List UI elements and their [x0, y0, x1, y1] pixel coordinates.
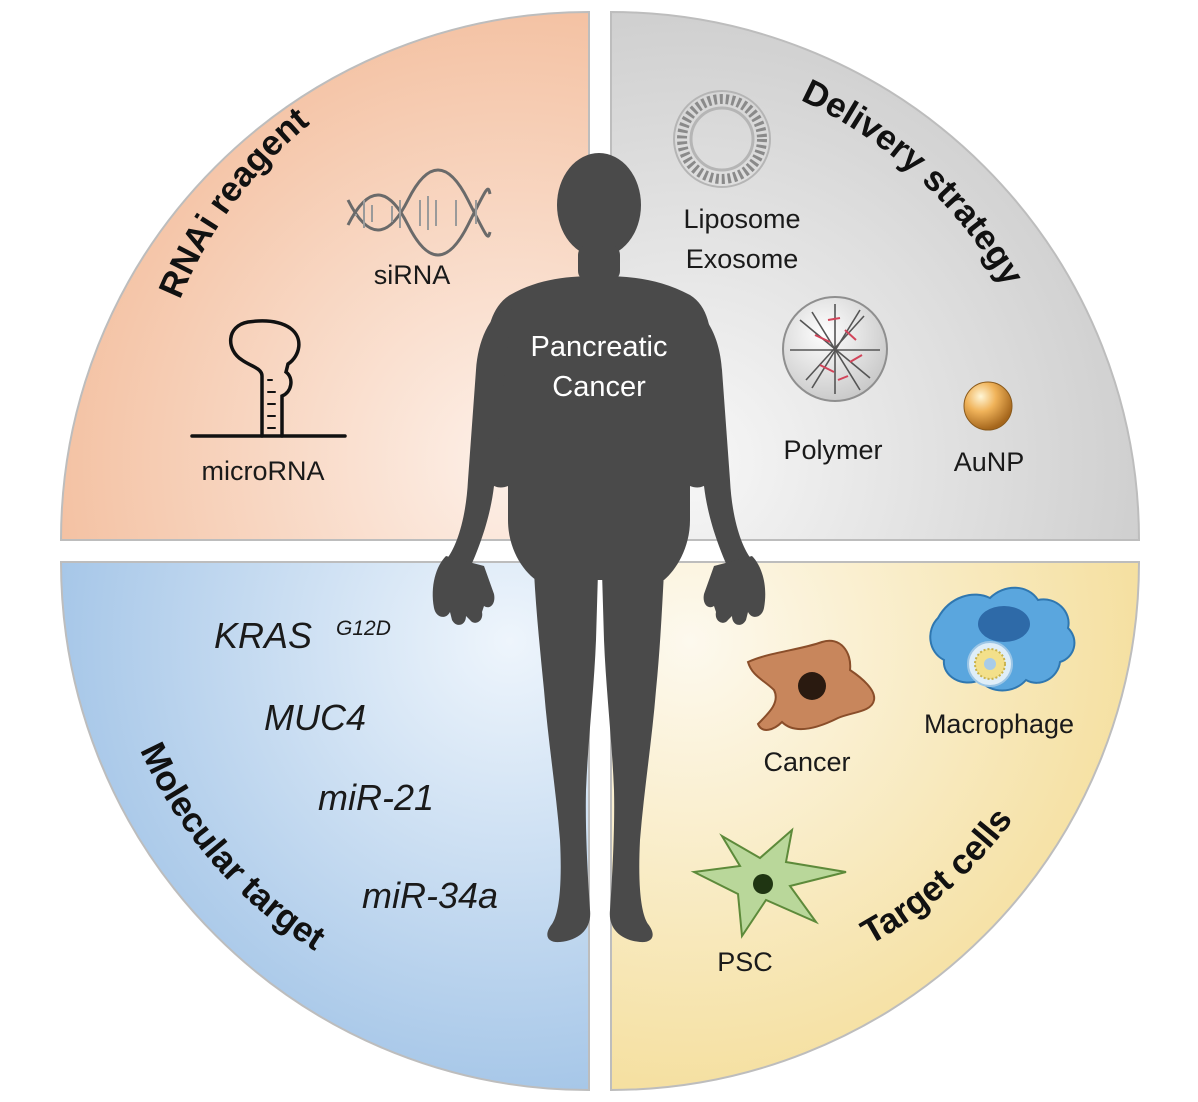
microrna-label: microRNA: [201, 456, 324, 486]
aunp-sphere-icon: [963, 381, 1013, 431]
microrna-hairpin-icon: [190, 319, 347, 438]
mir21-label: miR-21: [318, 777, 434, 818]
polymer-label: Polymer: [783, 435, 882, 465]
molecular-sector: [59, 561, 590, 1092]
macrophage-icon: [929, 586, 1076, 692]
psc-stellate-cell-icon: [690, 827, 847, 939]
human-silhouette-icon: [432, 153, 766, 943]
liposome-label: Liposome: [683, 204, 800, 234]
psc-label: PSC: [717, 947, 773, 977]
quadrant-sectors: [59, 10, 1141, 1092]
aunp-label: AuNP: [954, 447, 1025, 477]
rnai-sector: [59, 10, 590, 541]
mir34a-label: miR-34a: [362, 875, 498, 916]
cancer-cell-label: Cancer: [763, 747, 850, 777]
cells-sector: [610, 561, 1141, 1092]
center-label-line2: Cancer: [552, 371, 646, 403]
sirna-helix-icon: [346, 168, 492, 257]
sirna-label: siRNA: [374, 260, 451, 290]
kras-g12d-superscript: G12D: [336, 617, 391, 640]
liposome-icon: [673, 90, 771, 188]
exosome-label: Exosome: [686, 244, 799, 274]
cancer-cell-icon: [746, 639, 876, 731]
polymer-nanoparticle-icon: [782, 296, 888, 402]
kras-label: KRAS: [214, 615, 312, 656]
muc4-label: MUC4: [264, 697, 366, 738]
center-label-line1: Pancreatic: [530, 331, 667, 363]
macrophage-label: Macrophage: [924, 709, 1074, 739]
